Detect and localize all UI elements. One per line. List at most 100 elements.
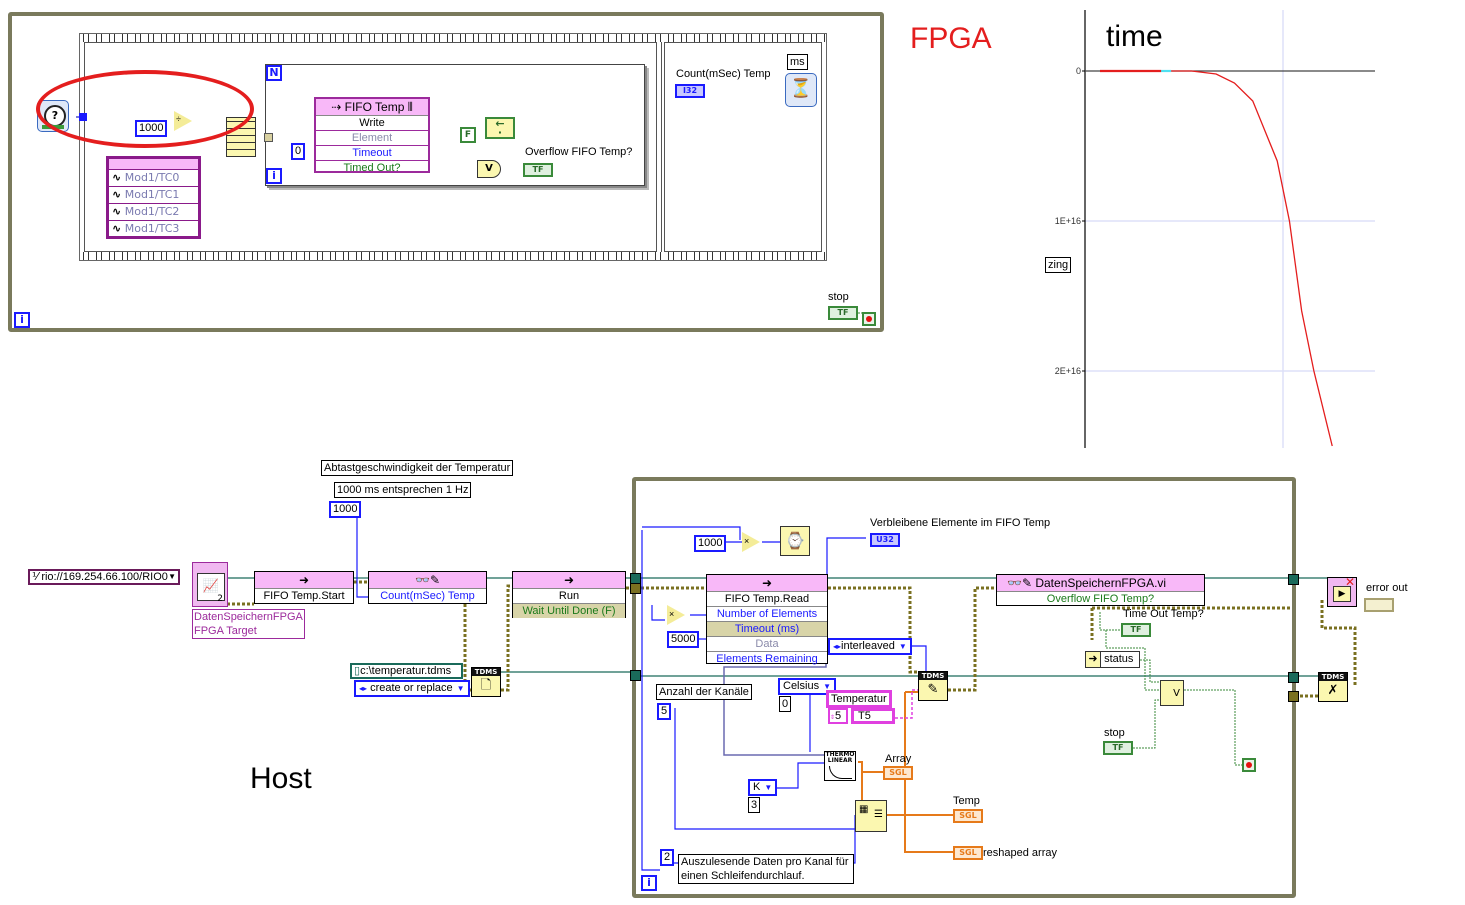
fpga-loop-condition[interactable] (862, 312, 876, 326)
units-ring-value: 0 (779, 696, 792, 712)
tunnel (264, 133, 273, 142)
build-array-node[interactable] (226, 117, 256, 157)
resource-control[interactable]: ⅟ rio://169.254.66.100/RIO0▼ (28, 569, 180, 585)
dropdown-arrow-icon: ▼ (456, 684, 465, 693)
tdms-open-node[interactable]: TDMS 🗋 (471, 667, 501, 697)
tc-type-ring[interactable]: K▼ (748, 779, 778, 796)
tdms-write-node[interactable]: TDMS ✎ (918, 671, 948, 701)
per-channel-constant[interactable]: 2 (660, 849, 675, 866)
host-while-loop (632, 477, 1296, 898)
count-constant[interactable]: 1000 (329, 501, 362, 518)
count-control[interactable]: I32 (675, 84, 705, 98)
chart-title: time (1106, 20, 1163, 53)
reshape-array-node[interactable]: ▦ ☰ (855, 800, 887, 832)
ring-arrows-icon: ◂▸ (833, 642, 842, 651)
array-grid-icon: ▦ (859, 804, 869, 815)
file-path-constant[interactable]: ▯c:\temperatur.tdms (350, 663, 463, 679)
read-write-property-node[interactable]: 👓✎ Count(mSec) Temp (368, 571, 487, 604)
read-timeout-constant[interactable]: 5000 (667, 631, 700, 648)
tc-type-value: 3 (748, 797, 761, 813)
loop-timer-icon[interactable]: ⏳ (785, 73, 817, 107)
pencil-icon: ✎ (927, 682, 939, 697)
path-icon: ▯ (354, 665, 361, 677)
wait-unit-label: ms (787, 54, 808, 70)
multiply-op-2-symbol: × (669, 609, 675, 619)
interleave-ring[interactable]: ◂▸interleaved▼ (828, 638, 912, 655)
wait-ms-icon[interactable]: ⌚ (780, 526, 810, 556)
fifo-write-node[interactable]: ⇢ FIFO Temp ⫴ Write Element Timeout Time… (314, 97, 430, 174)
units-ring[interactable]: Celsius▼ (778, 678, 836, 695)
temp-label: Temp (953, 795, 980, 807)
fifo-start-method[interactable]: ➜ FIFO Temp.Start (254, 571, 354, 604)
for-loop-count-terminal[interactable]: N (266, 65, 282, 81)
glasses-pencil-icon: 👓✎ (1007, 576, 1036, 590)
group-value[interactable]: T5 (851, 708, 895, 724)
dropdown-arrow-icon: ▼ (823, 682, 831, 691)
waveform-icon: ∿ (112, 171, 122, 184)
temp-indicator[interactable]: SGL (953, 809, 983, 823)
io-row: ∿ Mod1/TC0 (109, 170, 198, 187)
array-indicator[interactable]: SGL (883, 766, 913, 780)
run-method-node[interactable]: ➜ Run Wait Until Done (F) (512, 571, 626, 618)
overflow-indicator-label: Overflow FIFO Temp? (525, 146, 633, 158)
fpga-stop-label: stop (828, 291, 849, 303)
tdms-close-node[interactable]: TDMS ✗ (1318, 672, 1348, 702)
ring-arrows-icon: ◂▸ (359, 684, 368, 693)
host-loop-iteration-terminal: i (641, 875, 657, 891)
reshaped-indicator[interactable]: SGL (953, 846, 983, 860)
count-label: Count(mSec) Temp (676, 68, 771, 80)
chart-ytick-label: 2E+16 (1055, 366, 1081, 376)
chart-partial-button[interactable]: zing (1045, 257, 1072, 273)
group-name-label: Temperatur (826, 690, 892, 708)
remaining-label: Verbleibene Elemente im FIFO Temp (870, 517, 1051, 529)
open-ref-label: DatenSpeichernFPGA FPGA Target (192, 609, 305, 639)
overflow-indicator[interactable]: TF (523, 163, 553, 177)
feedback-node[interactable]: ←· (485, 117, 515, 139)
host-loop-condition[interactable] (1242, 758, 1256, 772)
sampling-comment: Abtastgeschwindigkeit der Temperatur (321, 460, 514, 476)
host-stop-control[interactable]: TF (1103, 741, 1133, 755)
wait-constant[interactable]: 1000 (694, 535, 727, 552)
tunnel (1288, 691, 1299, 702)
unbundle-status-node[interactable]: ➜ status (1085, 651, 1140, 668)
or-op[interactable]: V (477, 160, 501, 178)
vi-property-node[interactable]: 👓✎ DatenSpeichernFPGA.vi Overflow FIFO T… (996, 574, 1205, 606)
array-label: Array (885, 753, 912, 765)
timeout-constant[interactable]: 0 (291, 143, 306, 160)
host-stop-label: stop (1104, 727, 1125, 739)
glasses-pencil-icon: 👓✎ (369, 572, 486, 589)
channels-comment: Anzahl der Kanäle (656, 684, 752, 700)
host-section-label: Host (250, 762, 312, 795)
open-ref-badge: 2 (217, 594, 223, 604)
open-fpga-reference[interactable]: 📈 2 (192, 562, 228, 607)
for-loop-iteration-terminal: i (266, 168, 282, 184)
multiply-op-symbol: × (744, 536, 750, 546)
waveform-icon: ∿ (112, 205, 122, 218)
multiply-op-2[interactable] (667, 605, 685, 625)
fifo-write-timeout[interactable]: Timeout (316, 146, 428, 161)
timeout-indicator[interactable]: TF (1121, 623, 1151, 637)
close-x-icon: ✕ (1344, 575, 1355, 589)
dropdown-arrow-icon: ▼ (764, 783, 773, 792)
file-operation-ring[interactable]: ◂▸ create or replace▼ (354, 680, 470, 697)
remaining-indicator[interactable]: U32 (870, 533, 900, 547)
false-constant[interactable]: F (460, 127, 476, 143)
compound-or-node[interactable]: V (1160, 680, 1184, 706)
fpga-io-node[interactable]: ∿ Mod1/TC0 ∿ Mod1/TC1 ∿ Mod1/TC2 ∿ Mod1/… (106, 156, 201, 239)
group-array-index[interactable]: ⇕5 (828, 708, 848, 724)
close-fpga-reference[interactable]: ✕ ▶ (1327, 575, 1357, 607)
fifo-write-timed-out[interactable]: Timed Out? (343, 162, 401, 174)
invoke-arrow-icon: ➜ (513, 572, 625, 589)
fpga-stop-control[interactable]: TF (828, 306, 858, 320)
error-out-indicator[interactable] (1364, 598, 1394, 612)
index-stepper-icon[interactable]: ⇕ (830, 715, 836, 721)
thermocouple-linear-node[interactable]: THERMO LINEAR (824, 751, 856, 781)
fifo-read-method[interactable]: ➜ FIFO Temp.Read Number of Elements Time… (706, 574, 828, 665)
fifo-write-element[interactable]: Element (316, 131, 428, 146)
io-row: ∿ Mod1/TC3 (112, 222, 180, 235)
fpga-vi-icon: ▶ (1333, 586, 1351, 602)
multiply-op[interactable] (742, 532, 760, 552)
dropdown-arrow-icon[interactable]: ▼ (168, 572, 176, 581)
channels-constant[interactable]: 5 (657, 703, 672, 720)
tunnel (630, 583, 641, 594)
